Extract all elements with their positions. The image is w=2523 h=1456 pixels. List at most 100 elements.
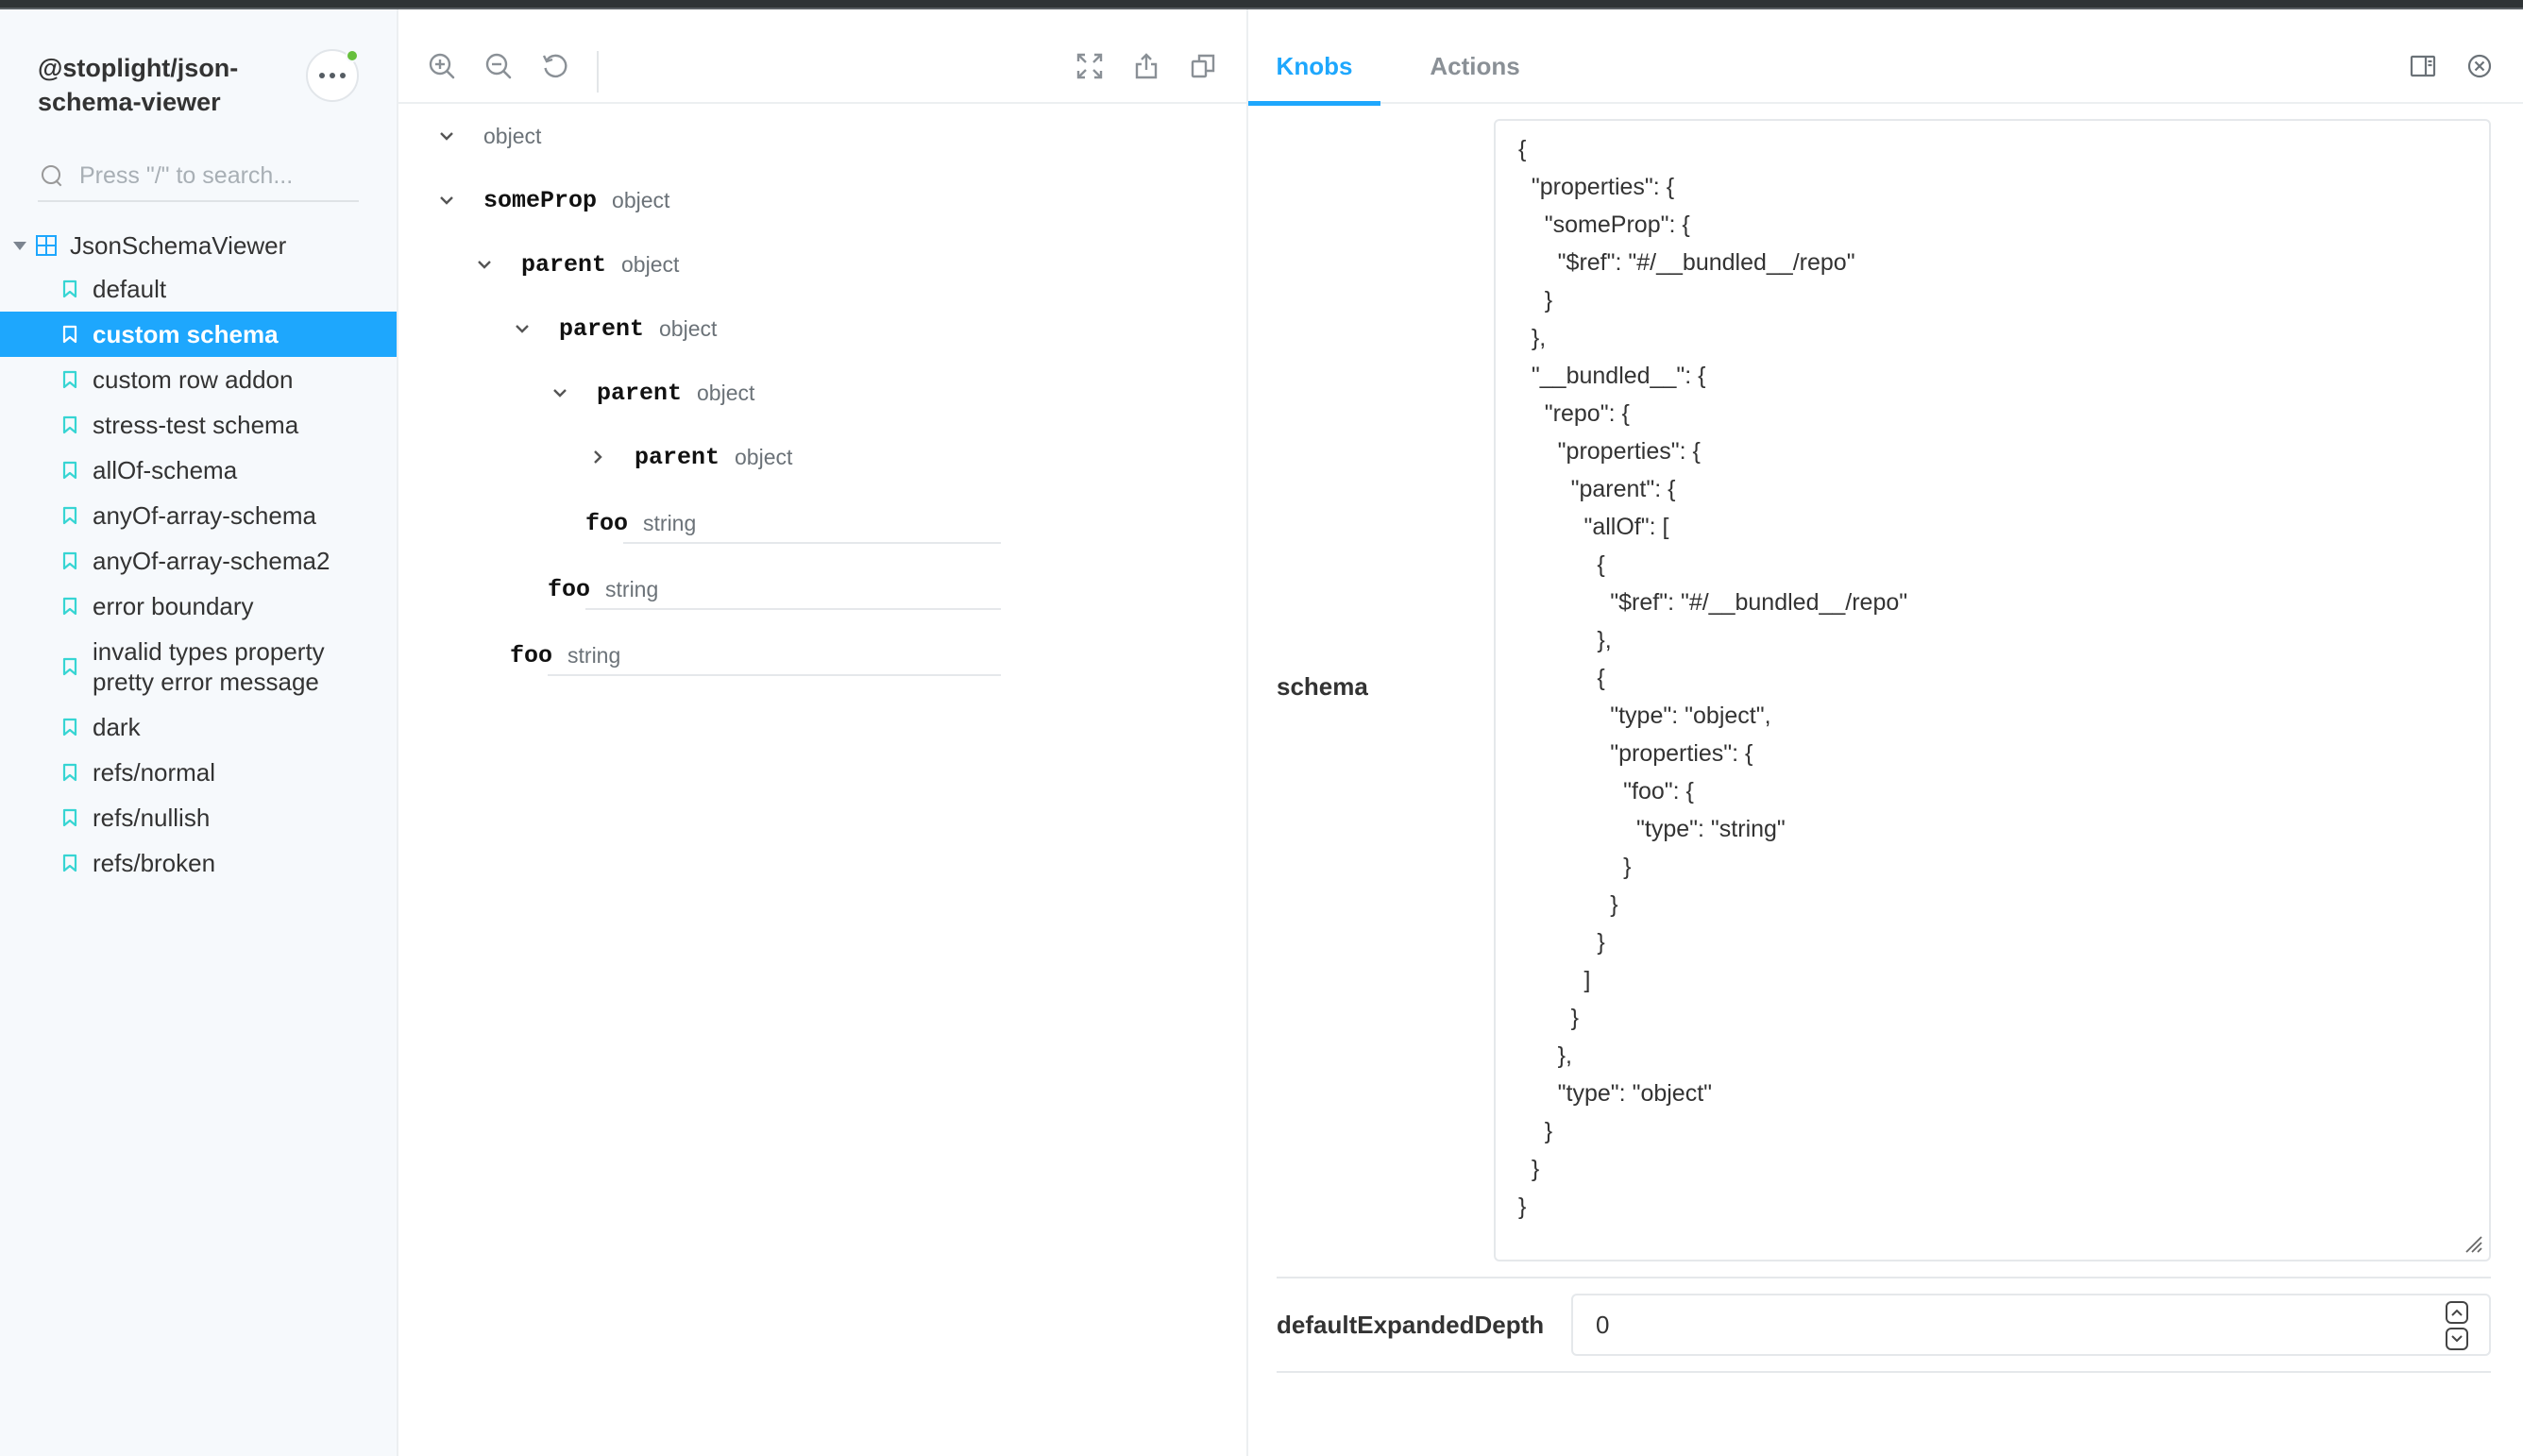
story-label: anyOf-array-schema	[93, 501, 316, 530]
row-divider	[548, 674, 1001, 676]
story-item[interactable]: stress-test schema	[0, 402, 397, 448]
story-item[interactable]: invalid types property pretty error mess…	[0, 629, 397, 704]
schema-json-editor[interactable]: { "properties": { "someProp": { "$ref": …	[1494, 119, 2491, 1261]
story-label: stress-test schema	[93, 411, 299, 439]
increment-icon[interactable]	[2446, 1301, 2468, 1324]
story-label: error boundary	[93, 592, 254, 620]
resize-grip-icon[interactable]	[2463, 1233, 2483, 1254]
story-item[interactable]: custom schema	[0, 312, 397, 357]
depth-knob-label: defaultExpandedDepth	[1277, 1311, 1545, 1339]
bookmark-icon	[62, 808, 77, 827]
story-label: default	[93, 275, 167, 303]
tab-actions-label: Actions	[1430, 51, 1520, 80]
property-name: foo	[510, 641, 553, 669]
sidebar: @stoplight/json-schema-viewer JsonSchema…	[0, 9, 397, 1456]
story-item[interactable]: anyOf-array-schema	[0, 493, 397, 538]
property-type: string	[605, 576, 659, 601]
story-item[interactable]: dark	[0, 704, 397, 750]
tab-knobs-label: Knobs	[1276, 51, 1353, 80]
schema-row: foo string	[585, 491, 696, 555]
chevron-down-icon[interactable]	[434, 124, 459, 148]
decrement-icon[interactable]	[2446, 1328, 2468, 1350]
story-item[interactable]: default	[0, 266, 397, 312]
property-name: parent	[559, 314, 645, 343]
property-name: parent	[521, 250, 607, 279]
panel-orientation-icon[interactable]	[2406, 49, 2440, 83]
story-label: refs/broken	[93, 849, 216, 877]
chevron-right-icon[interactable]	[585, 445, 610, 469]
knob-divider	[1277, 1277, 2491, 1278]
schema-row[interactable]: parent object	[472, 232, 679, 296]
preview-toolbar	[398, 28, 1246, 104]
zoom-in-icon[interactable]	[425, 49, 459, 83]
schema-row: foo string	[510, 623, 620, 687]
copy-icon[interactable]	[1186, 49, 1220, 83]
tab-actions[interactable]: Actions	[1409, 28, 1541, 104]
component-icon	[36, 235, 57, 256]
toolbar-separator	[597, 51, 599, 93]
story-label: anyOf-array-schema2	[93, 547, 330, 575]
addons-panel: Knobs Actions schema { "properties": { "…	[1246, 9, 2523, 1456]
bookmark-icon	[62, 325, 77, 344]
schema-row[interactable]: parent object	[510, 296, 717, 361]
story-item[interactable]: error boundary	[0, 584, 397, 629]
property-type: object	[612, 187, 670, 212]
reset-zoom-icon[interactable]	[538, 49, 572, 83]
property-type: object	[659, 315, 718, 341]
property-name: parent	[597, 379, 683, 407]
story-item[interactable]: refs/nullish	[0, 795, 397, 840]
story-label: allOf-schema	[93, 456, 238, 484]
close-panel-icon[interactable]	[2463, 49, 2497, 83]
status-indicator	[346, 49, 359, 62]
bookmark-icon	[62, 597, 77, 616]
property-name: someProp	[483, 186, 598, 214]
story-item[interactable]: custom row addon	[0, 357, 397, 402]
property-type: string	[643, 510, 697, 535]
zoom-out-icon[interactable]	[482, 49, 516, 83]
story-item[interactable]: refs/broken	[0, 840, 397, 886]
chevron-down-icon[interactable]	[472, 252, 497, 277]
bookmark-icon	[62, 763, 77, 782]
story-item[interactable]: refs/normal	[0, 750, 397, 795]
number-spinner[interactable]	[2446, 1301, 2470, 1350]
share-icon[interactable]	[1129, 49, 1163, 83]
chevron-down-icon[interactable]	[548, 381, 572, 405]
story-label: refs/nullish	[93, 804, 211, 832]
bookmark-icon	[62, 415, 77, 434]
component-node[interactable]: JsonSchemaViewer	[0, 225, 397, 266]
search-input[interactable]	[79, 161, 344, 190]
brand-title[interactable]: @stoplight/json-schema-viewer	[38, 54, 239, 116]
property-type: object	[621, 251, 680, 277]
bookmark-icon	[62, 461, 77, 480]
tab-knobs[interactable]: Knobs	[1248, 28, 1380, 106]
schema-row[interactable]: object	[434, 104, 541, 168]
bookmark-icon	[62, 657, 77, 676]
property-type: object	[735, 444, 793, 469]
property-type: string	[567, 642, 621, 668]
story-label: custom row addon	[93, 365, 294, 394]
search-bar	[38, 151, 359, 202]
story-label: invalid types property pretty error mess…	[93, 637, 325, 696]
bookmark-icon	[62, 370, 77, 389]
window-top-bar	[0, 0, 2523, 9]
story-tree: JsonSchemaViewer default custom schema cus…	[0, 225, 397, 886]
schema-json-text[interactable]: { "properties": { "someProp": { "$ref": …	[1518, 136, 1908, 1220]
bookmark-icon	[62, 279, 77, 298]
caret-down-icon	[13, 241, 26, 250]
chevron-down-icon[interactable]	[510, 316, 534, 341]
component-label: JsonSchemaViewer	[70, 230, 287, 260]
depth-number-input[interactable]: 0	[1571, 1294, 2491, 1356]
addons-tabs: Knobs Actions	[1248, 28, 2523, 106]
fullscreen-icon[interactable]	[1073, 49, 1107, 83]
chevron-down-icon[interactable]	[434, 188, 459, 212]
menu-button[interactable]	[306, 49, 359, 102]
property-name: foo	[585, 509, 629, 537]
bookmark-icon	[62, 506, 77, 525]
schema-row[interactable]: someProp object	[434, 168, 669, 232]
story-item[interactable]: allOf-schema	[0, 448, 397, 493]
depth-value[interactable]: 0	[1596, 1310, 1610, 1339]
story-item[interactable]: anyOf-array-schema2	[0, 538, 397, 584]
